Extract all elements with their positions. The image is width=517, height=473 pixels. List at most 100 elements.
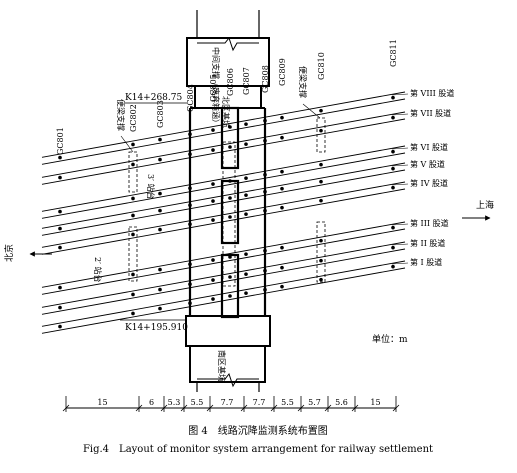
monitoring-point (158, 227, 162, 232)
sleeper-label-right: 便梁支撑 (298, 66, 308, 98)
dimension-slash (180, 404, 188, 412)
monitoring-point (244, 272, 248, 276)
dimension-value: 5.3 (168, 398, 181, 407)
monitoring-point (280, 205, 284, 210)
monitoring-point (211, 128, 215, 132)
monitoring-point (58, 155, 62, 160)
monitoring-point (319, 258, 323, 263)
monitoring-point (131, 292, 135, 297)
monitoring-line-label: GC810 (317, 52, 326, 80)
monitoring-point (211, 278, 215, 282)
monitoring-point (211, 258, 215, 262)
dimension-slash (392, 404, 400, 412)
monitoring-point (391, 115, 395, 120)
underpass-structure (185, 10, 271, 392)
monitoring-point (188, 222, 192, 226)
sleeper-leader-left (120, 135, 134, 153)
dimension-value: 6 (149, 398, 154, 407)
monitoring-point (391, 225, 395, 230)
monitoring-point (391, 185, 395, 190)
monitoring-point (244, 291, 248, 295)
monitoring-point (319, 128, 323, 133)
monitoring-line-label: GC806 (226, 68, 235, 96)
monitoring-point (228, 275, 232, 279)
monitoring-line-label: GC802 (129, 104, 138, 132)
break-symbol-top (197, 36, 259, 52)
monitoring-point (280, 186, 284, 191)
monitoring-point (319, 162, 323, 167)
monitoring-point (211, 148, 215, 152)
monitoring-point (131, 162, 135, 167)
sleeper-label-left: 便梁支撑 (116, 99, 126, 131)
dimension-value: 7.7 (253, 398, 266, 407)
monitoring-point (391, 166, 395, 171)
caption-chinese: 图 4 线路沉降监测系统布置图 (188, 424, 328, 437)
monitoring-point (188, 282, 192, 287)
track-2-rail-2 (41, 248, 406, 315)
monitoring-point (131, 311, 135, 316)
monitoring-point (211, 182, 215, 186)
monitoring-point (188, 203, 192, 207)
monitoring-line-label: GC803 (156, 100, 165, 128)
dimension-value: 15 (370, 398, 380, 407)
dimension-value: 5.5 (191, 398, 204, 407)
monitoring-point (58, 175, 62, 180)
monitoring-point (263, 172, 267, 177)
track-label-leader (391, 262, 409, 265)
monitoring-point (228, 255, 232, 259)
monitoring-point (228, 145, 232, 149)
monitoring-line-label: GC804 (186, 84, 195, 112)
track-label-leader (391, 243, 409, 246)
track-label-leader (391, 113, 409, 116)
monitoring-point (280, 115, 284, 120)
monitoring-point (263, 208, 267, 213)
caption-english: Fig.4 Layout of monitor system arrangeme… (83, 444, 433, 455)
dimension-value: 5.6 (335, 398, 348, 407)
monitoring-point (280, 135, 284, 140)
monitoring-point (158, 191, 162, 196)
track-1-rail-2 (41, 267, 406, 334)
monitoring-point (228, 294, 232, 298)
monitoring-point (319, 179, 323, 184)
track-1-rail-1 (41, 260, 406, 327)
monitoring-line-label: GC809 (278, 58, 287, 86)
monitoring-point (58, 209, 62, 214)
pit-label-north-upper: 中间支撑（废弃箱涵） (211, 47, 221, 127)
sleeper-support-right-lower (316, 221, 326, 283)
monitoring-point (188, 152, 192, 156)
platform-label-3: 3′ 站台 (146, 174, 156, 199)
monitoring-point (263, 118, 267, 123)
monitoring-point (131, 272, 135, 277)
track-label: 第 II 股道 (410, 238, 445, 248)
dimension-slash (160, 404, 168, 412)
monitoring-point (319, 198, 323, 203)
monitoring-point (228, 215, 232, 219)
monitoring-point (188, 132, 192, 136)
pier-2 (220, 179, 240, 245)
monitoring-point (188, 186, 192, 190)
station-label-bottom: K14+195.910 (125, 323, 188, 333)
track-label: 第 I 股道 (410, 257, 442, 267)
track-name-labels: 第 VIII 股道第 VII 股道第 VI 股道第 V 股道第 IV 股道第 I… (391, 88, 454, 267)
monitoring-point (211, 297, 215, 301)
monitoring-point (228, 125, 232, 129)
direction-label-beijing: 北京 (3, 244, 15, 262)
track-8-rail-2 (41, 98, 406, 165)
monitoring-point (244, 193, 248, 197)
monitoring-point (319, 238, 323, 243)
track-6-rail-2 (41, 152, 406, 219)
track-label-leader (391, 93, 409, 96)
monitoring-line-label: GC801 (56, 127, 65, 155)
dimension-slash (135, 404, 143, 412)
direction-label-shanghai: 上海 (476, 199, 494, 211)
dimension-value: 7.7 (221, 398, 234, 407)
sleeper-support-left-upper (128, 151, 138, 193)
monitoring-point (228, 196, 232, 200)
track-label: 第 VII 股道 (410, 108, 451, 118)
track-5-rail-2 (41, 169, 406, 236)
pit-label-south: 南区基坑 (217, 350, 227, 382)
monitoring-point (263, 189, 267, 194)
track-3-rail-2 (41, 228, 406, 295)
dimension-slash (324, 404, 332, 412)
monitoring-line-label: GC805 (209, 74, 218, 102)
